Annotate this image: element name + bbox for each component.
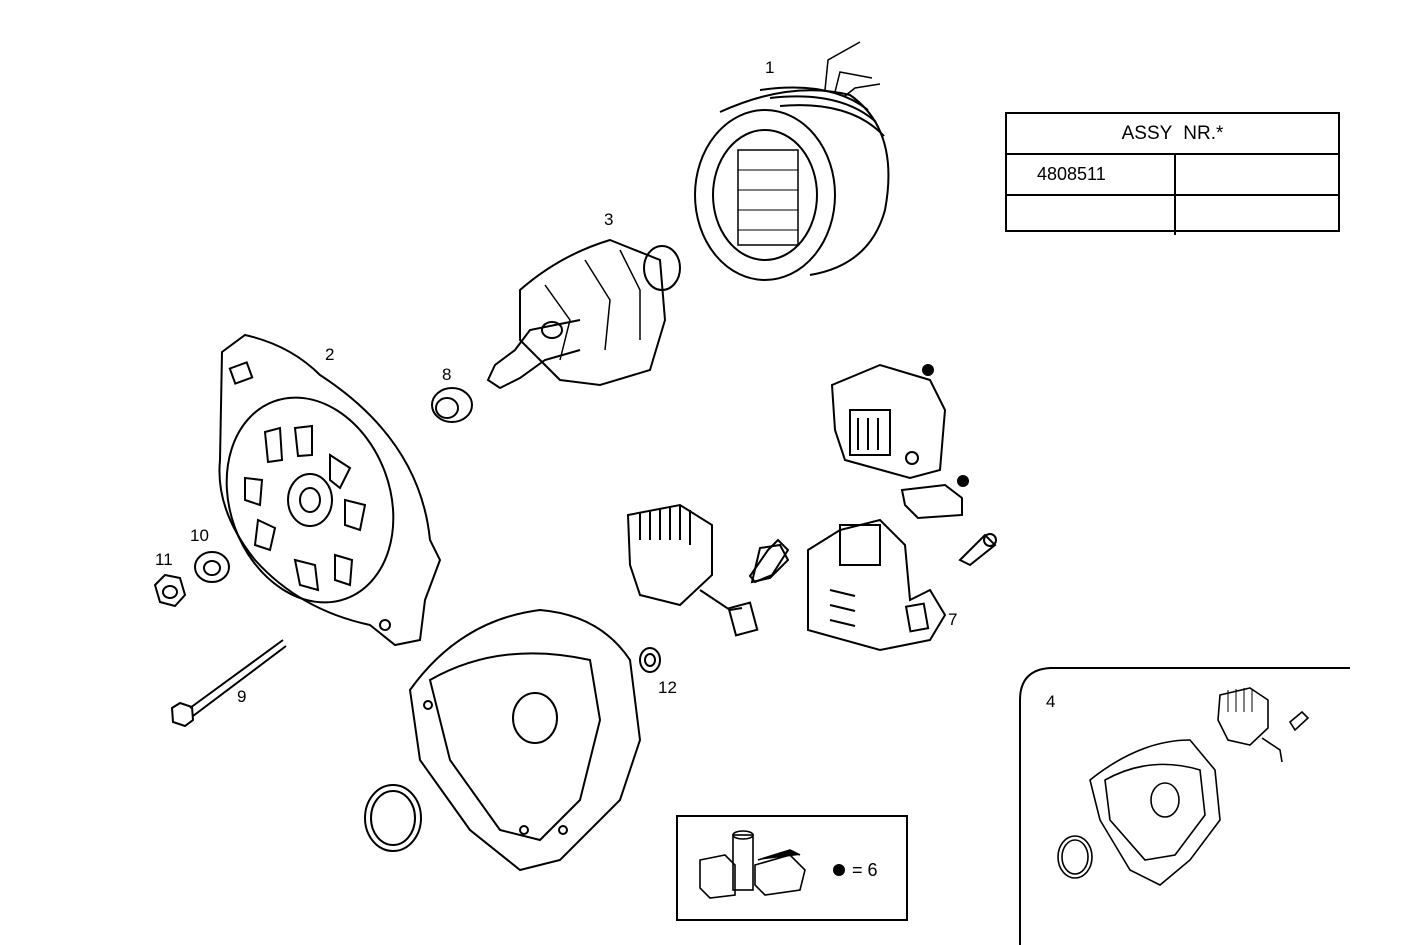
- callout-12: 12: [658, 678, 677, 697]
- callout-4: 4: [1046, 692, 1056, 711]
- legend-box: [676, 815, 908, 921]
- assy-table-header: ASSY NR.*: [1007, 114, 1338, 155]
- legend-text: = 6: [852, 860, 878, 880]
- regulator-with-heatsink: [626, 503, 790, 637]
- bolt-part-9: [170, 639, 287, 728]
- callout-11: 11: [155, 550, 173, 569]
- assy-number-table: ASSY NR.* 4808511: [1005, 112, 1340, 235]
- callout-10: 10: [190, 526, 209, 545]
- callout-3: 3: [604, 210, 614, 229]
- regulator-part-7: [807, 518, 947, 652]
- nut-part-11: [153, 573, 187, 608]
- callout-9: 9: [237, 687, 247, 706]
- drive-end-shield-part-2: [218, 333, 442, 647]
- legend-marker-dot: [833, 864, 845, 876]
- screw-lower-left: [748, 538, 790, 584]
- washer-part-10: [194, 551, 230, 583]
- brush-holder-illustration: [699, 830, 806, 899]
- marker-dot: [922, 364, 934, 376]
- assy-table-row: [1007, 194, 1338, 235]
- stator-part-1: [694, 41, 890, 281]
- nut-part-12: [639, 647, 661, 673]
- callout-2: 2: [325, 345, 335, 364]
- bearing-part-8: [431, 387, 473, 423]
- assy-table-cell: 4808511: [1037, 164, 1106, 184]
- callout-8: 8: [442, 365, 452, 384]
- rotor-part-3: [486, 238, 681, 390]
- assy-table-cell: [1173, 155, 1338, 194]
- regulator-upper: [830, 363, 963, 520]
- callout-1: 1: [765, 58, 775, 77]
- o-ring: [364, 784, 422, 852]
- assy-table-cell: [1173, 196, 1338, 235]
- inset-4-contents: [1057, 687, 1310, 886]
- screw-right: [958, 533, 997, 567]
- assy-table-cell: [1007, 196, 1174, 235]
- marker-dot: [957, 475, 969, 487]
- callout-7: 7: [948, 610, 958, 629]
- assy-table-row: 4808511: [1007, 155, 1338, 194]
- inset-frame-4: [1019, 667, 1350, 945]
- slip-ring-end-shield: [408, 608, 642, 872]
